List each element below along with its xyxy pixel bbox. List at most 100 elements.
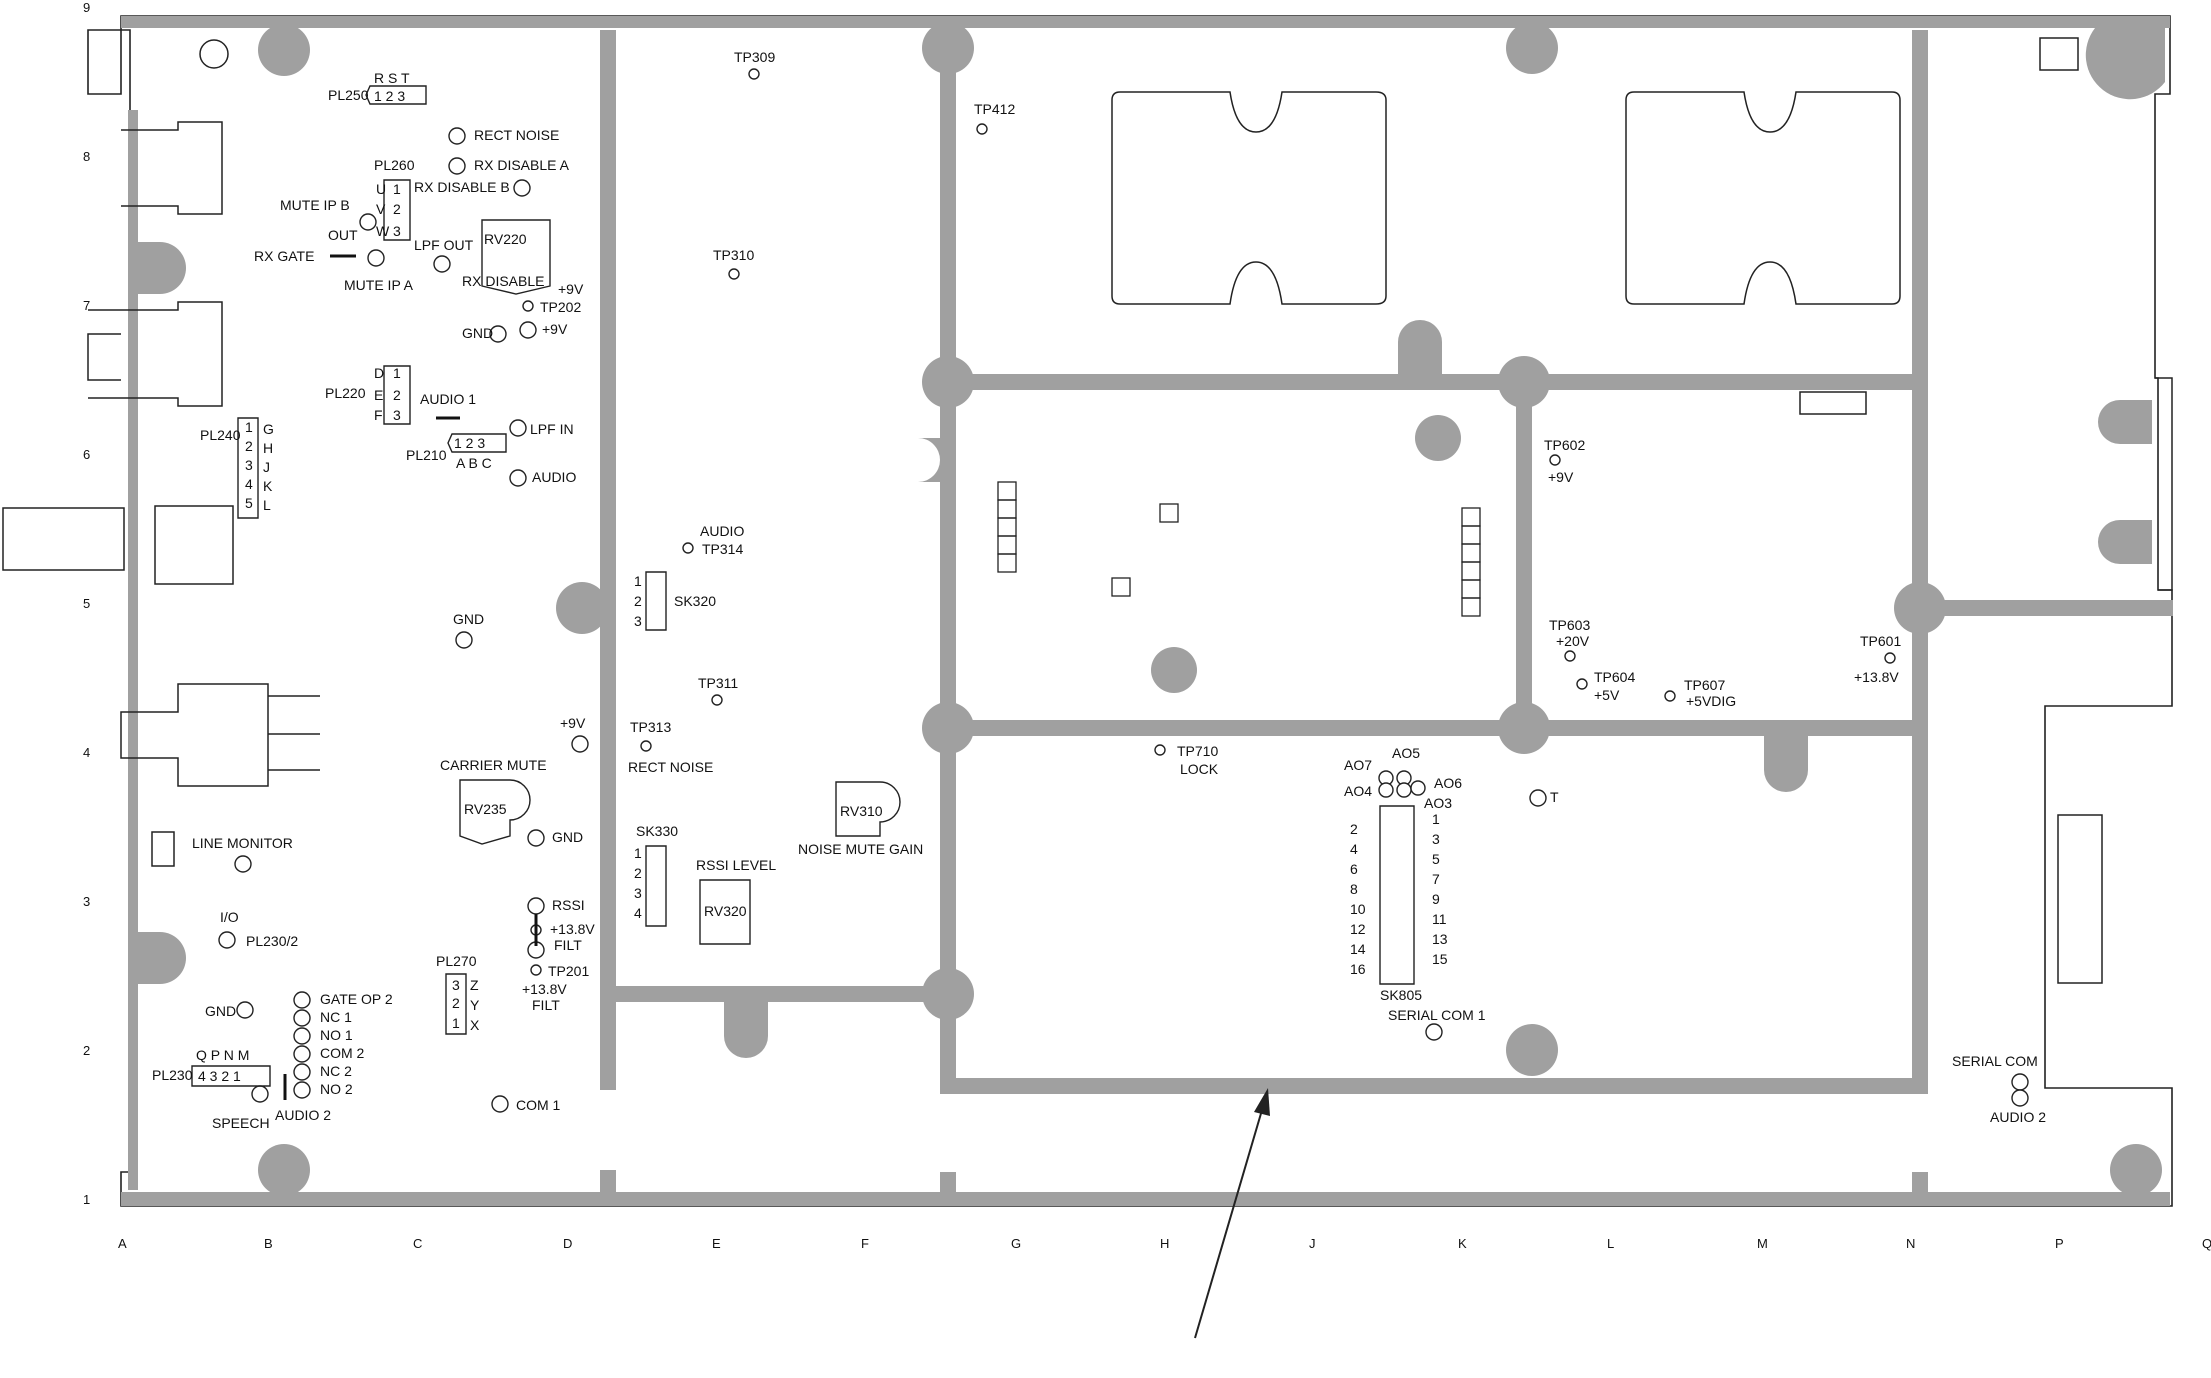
label-gnd-1: GND bbox=[462, 325, 493, 341]
label-pl260-2: 2 bbox=[393, 201, 401, 217]
label-out: OUT bbox=[328, 227, 358, 243]
label-tp-t: T bbox=[1550, 789, 1559, 805]
row-3: 3 bbox=[83, 894, 90, 909]
label-sk320-1: 1 bbox=[634, 573, 642, 589]
label-rv235: RV235 bbox=[464, 801, 507, 817]
label-pl220-1: 1 bbox=[393, 365, 401, 381]
plug-bodies bbox=[191, 85, 1415, 1087]
label-pl270-x: X bbox=[470, 1017, 480, 1033]
label-audio-2-p: AUDIO 2 bbox=[1990, 1109, 2046, 1125]
label-def-e: E bbox=[374, 387, 383, 403]
copper-pads bbox=[138, 22, 2165, 1196]
grid-columns: A B C D E F G H J K L M N P Q bbox=[118, 1236, 2211, 1251]
label-pl270-3: 3 bbox=[452, 977, 460, 993]
label-plus9v-2: +9V bbox=[542, 321, 568, 337]
label-pl270-y: Y bbox=[470, 997, 480, 1013]
row-1: 1 bbox=[83, 1192, 90, 1207]
label-pl210: PL210 bbox=[406, 447, 447, 463]
label-gnd-4: GND bbox=[205, 1003, 236, 1019]
label-carrier-mute: CARRIER MUTE bbox=[440, 757, 547, 773]
label-audio-1: AUDIO 1 bbox=[420, 391, 476, 407]
col-q: Q bbox=[2202, 1236, 2211, 1251]
label-pl270: PL270 bbox=[436, 953, 477, 969]
label-plus9v-1: +9V bbox=[558, 281, 584, 297]
label-rx-disable-a: RX DISABLE A bbox=[474, 157, 570, 173]
label-pl230-2: PL230/2 bbox=[246, 933, 298, 949]
label-plus13-8v-3: +13.8V bbox=[1854, 669, 1899, 685]
row-5: 5 bbox=[83, 596, 90, 611]
label-nc-2: NC 2 bbox=[320, 1063, 352, 1079]
label-tp607: TP607 bbox=[1684, 677, 1725, 693]
label-serial-com-1: SERIAL COM 1 bbox=[1388, 1007, 1486, 1023]
grid-rows: 9 8 7 6 5 4 3 2 1 bbox=[83, 0, 90, 1207]
label-ao5: AO5 bbox=[1392, 745, 1420, 761]
col-p: P bbox=[2055, 1236, 2064, 1251]
col-h: H bbox=[1160, 1236, 1169, 1251]
col-d: D bbox=[563, 1236, 572, 1251]
label-com-2: COM 2 bbox=[320, 1045, 365, 1061]
label-def-d: D bbox=[374, 365, 384, 381]
label-ao7: AO7 bbox=[1344, 757, 1372, 773]
label-ao3: AO3 bbox=[1424, 795, 1452, 811]
label-pl260-1: 1 bbox=[393, 181, 401, 197]
label-gate-op-2: GATE OP 2 bbox=[320, 991, 393, 1007]
label-rssi-level: RSSI LEVEL bbox=[696, 857, 776, 873]
label-sk805: SK805 bbox=[1380, 987, 1422, 1003]
label-uvw-w: W bbox=[376, 223, 390, 239]
label-sk320-2: 2 bbox=[634, 593, 642, 609]
label-rect-noise-2: RECT NOISE bbox=[628, 759, 713, 775]
label-sk320-3: 3 bbox=[634, 613, 642, 629]
jumpers bbox=[283, 254, 538, 1100]
label-gnd-2: GND bbox=[453, 611, 484, 627]
label-mute-ip-b: MUTE IP B bbox=[280, 197, 350, 213]
row-8: 8 bbox=[83, 149, 90, 164]
label-rv320: RV320 bbox=[704, 903, 747, 919]
label-plus20v: +20V bbox=[1556, 633, 1590, 649]
label-sk330: SK330 bbox=[636, 823, 678, 839]
label-nc-1: NC 1 bbox=[320, 1009, 352, 1025]
label-pl240: PL240 bbox=[200, 427, 241, 443]
label-uvw-v: V bbox=[376, 201, 386, 217]
col-k: K bbox=[1458, 1236, 1467, 1251]
label-pl250-pins: 1 2 3 bbox=[374, 88, 405, 104]
label-pl220-3: 3 bbox=[393, 407, 401, 423]
label-no-2: NO 2 bbox=[320, 1081, 353, 1097]
label-pl240-h: H bbox=[263, 440, 273, 456]
col-m: M bbox=[1757, 1236, 1768, 1251]
label-rx-disable-b: RX DISABLE B bbox=[414, 179, 510, 195]
col-n: N bbox=[1906, 1236, 1915, 1251]
label-rv310: RV310 bbox=[840, 803, 883, 819]
label-speech: SPEECH bbox=[212, 1115, 270, 1131]
label-pl240-j: J bbox=[263, 459, 270, 475]
label-filt-2: FILT bbox=[532, 997, 560, 1013]
label-pl250: PL250 bbox=[328, 87, 369, 103]
label-pl230: PL230 bbox=[152, 1067, 193, 1083]
label-plus9v-4: +9V bbox=[1548, 469, 1574, 485]
label-plus13-8v-2: +13.8V bbox=[522, 981, 567, 997]
label-mute-ip-a: MUTE IP A bbox=[344, 277, 414, 293]
label-tp310: TP310 bbox=[713, 247, 754, 263]
label-sk330-1: 1 bbox=[634, 845, 642, 861]
label-pl230-pins: 4 3 2 1 bbox=[198, 1068, 241, 1084]
label-com-1: COM 1 bbox=[516, 1097, 561, 1113]
label-filt-1: FILT bbox=[554, 937, 582, 953]
label-uvw-u: U bbox=[376, 181, 386, 197]
label-pl260: PL260 bbox=[374, 157, 415, 173]
label-pl270-2: 2 bbox=[452, 995, 460, 1011]
label-rv220: RV220 bbox=[484, 231, 527, 247]
label-rx-gate: RX GATE bbox=[254, 248, 314, 264]
label-pl240-g: G bbox=[263, 421, 274, 437]
row-4: 4 bbox=[83, 745, 90, 760]
label-ao6: AO6 bbox=[1434, 775, 1462, 791]
small-squares bbox=[997, 481, 1481, 617]
label-serial-com: SERIAL COM bbox=[1952, 1053, 2038, 1069]
label-pl240-l: L bbox=[263, 497, 271, 513]
col-l: L bbox=[1607, 1236, 1614, 1251]
label-sk330-3: 3 bbox=[634, 885, 642, 901]
label-def-f: F bbox=[374, 407, 383, 423]
label-sk320: SK320 bbox=[674, 593, 716, 609]
row-2: 2 bbox=[83, 1043, 90, 1058]
pointer-arrow bbox=[1194, 1088, 1270, 1339]
